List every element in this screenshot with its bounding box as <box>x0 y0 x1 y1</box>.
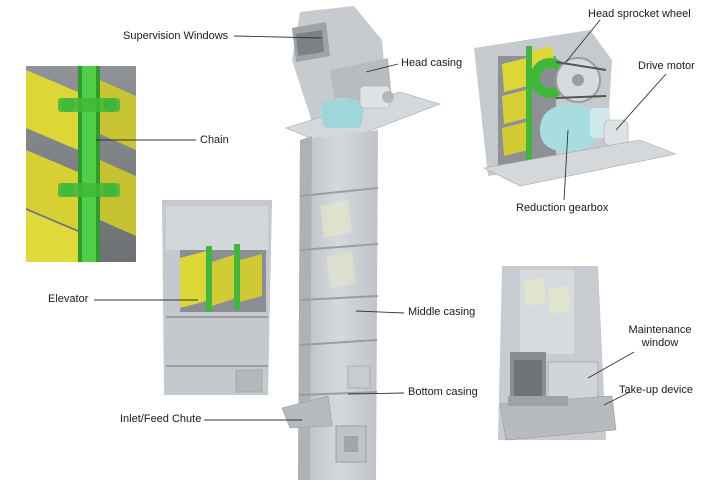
label-reduction-gearbox: Reduction gearbox <box>516 202 609 214</box>
leader-middle-casing <box>355 310 405 314</box>
leader-head-sprocket <box>565 19 601 63</box>
label-maintenance-window: Maintenance window <box>616 324 704 350</box>
leader-drive-motor <box>615 73 667 131</box>
leader-head-casing <box>365 63 399 73</box>
label-inlet-feed-chute: Inlet/Feed Chute <box>120 413 202 425</box>
label-take-up-device: Take-up device <box>619 384 693 396</box>
bottom-takeup-inset <box>498 266 617 441</box>
label-drive-motor: Drive motor <box>638 60 695 72</box>
leader-maintenance-window <box>587 351 635 379</box>
label-middle-casing: Middle casing <box>408 306 476 318</box>
leader-reduction-gearbox <box>563 129 569 201</box>
label-bottom-casing: Bottom casing <box>408 386 478 398</box>
label-maintenance-window-line1: Maintenance <box>628 324 692 336</box>
main-elevator-column <box>281 6 441 480</box>
label-supervision-windows: Supervision Windows <box>123 30 229 42</box>
label-elevator: Elevator <box>48 293 89 305</box>
leader-lines <box>94 19 667 421</box>
leader-bottom-casing <box>347 392 405 395</box>
label-chain: Chain <box>200 134 229 146</box>
leader-supervision-windows <box>233 35 323 39</box>
label-head-casing: Head casing <box>401 57 463 69</box>
label-maintenance-window-line2: window <box>641 337 679 349</box>
label-head-sprocket-wheel: Head sprocket wheel <box>588 8 691 20</box>
leader-take-up-device <box>603 391 631 406</box>
chain-closeup-inset <box>26 66 136 262</box>
head-drive-inset <box>474 30 678 187</box>
elevator-inset <box>162 200 272 395</box>
